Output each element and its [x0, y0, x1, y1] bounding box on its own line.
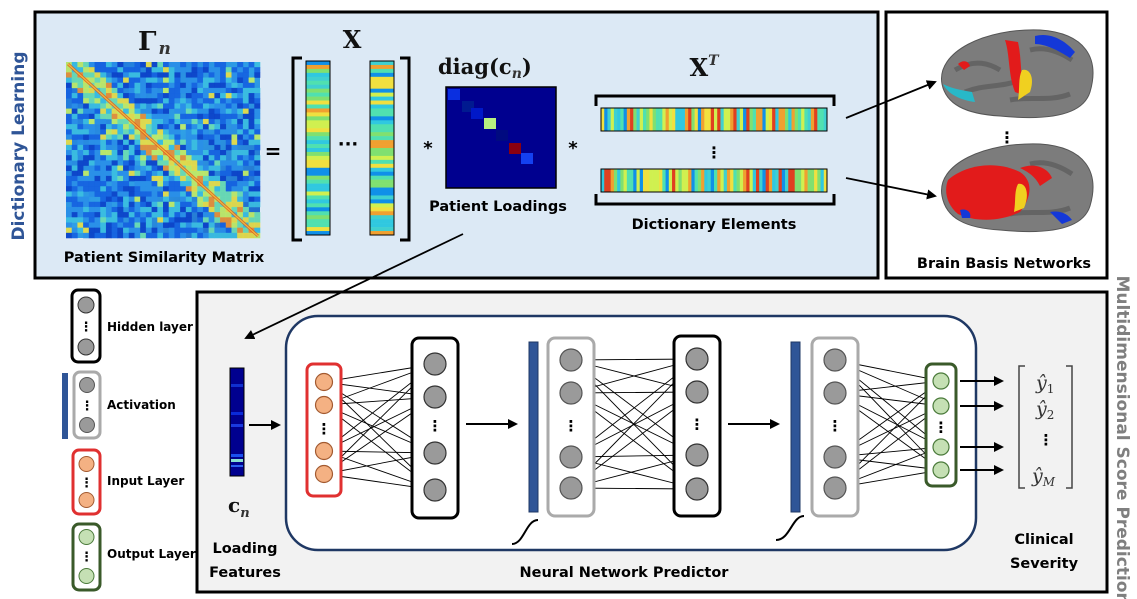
legend-activation: ⋮ Activation — [62, 370, 176, 440]
brain-network-1 — [941, 29, 1094, 119]
x-hdots: ··· — [338, 134, 359, 155]
input-layer — [305, 362, 343, 498]
activation-layer-1 — [546, 336, 596, 518]
diag-symbol: diag(cn) — [438, 54, 532, 82]
xt-top-bracket — [594, 94, 836, 106]
diagonal-matrix — [445, 86, 557, 189]
yhat-2: ŷ2 — [1035, 398, 1054, 422]
activation-bar-2 — [790, 341, 801, 513]
nn-node — [559, 348, 583, 372]
equals-sign: = — [265, 139, 282, 163]
xt-row-last — [601, 169, 828, 192]
loading-features-line1: Loading — [212, 541, 277, 557]
brain-vdots: ⋮ — [999, 128, 1015, 147]
svg-text:⋮: ⋮ — [80, 550, 93, 565]
nn-node — [423, 385, 447, 409]
patient-loadings-label: Patient Loadings — [429, 199, 567, 215]
neural-network-label: Neural Network Predictor — [520, 565, 730, 581]
times-sign-1: * — [423, 138, 433, 159]
dictionary-learning-label: Dictionary Learning — [9, 51, 29, 240]
loading-c-symbol: cn — [228, 493, 250, 521]
x-column-first — [306, 61, 330, 236]
xt-vdots: ⋮ — [706, 143, 722, 162]
svg-text:Output Layer: Output Layer — [107, 547, 196, 561]
nn-node — [559, 476, 583, 500]
yhat-left-bracket — [1018, 365, 1025, 489]
legend-input-layer: ⋮ Input Layer — [71, 448, 184, 516]
yhat-vdots: ⋮ — [1039, 431, 1054, 449]
hidden-layer-2 — [672, 334, 722, 518]
nn-node — [823, 445, 847, 469]
nn-layer-vdots: ⋮ — [690, 416, 705, 434]
yhat-1: ŷ1 — [1035, 372, 1054, 396]
clinical-line2: Severity — [1010, 556, 1079, 572]
nn-node — [423, 478, 447, 502]
nn-node — [685, 443, 709, 467]
nn-node — [314, 464, 334, 484]
nn-node — [932, 461, 950, 479]
multidimensional-label: Multidimensional Score Prediction — [1112, 275, 1132, 599]
x-left-bracket — [291, 56, 302, 242]
legend-hidden-layer: ⋮ Hidden layer — [70, 288, 193, 364]
similarity-matrix — [66, 62, 261, 239]
nn-node — [932, 397, 950, 415]
nn-node — [823, 348, 847, 372]
nn-node — [823, 381, 847, 405]
nn-layer-vdots: ⋮ — [828, 417, 843, 435]
nn-layer-vdots: ⋮ — [934, 419, 949, 437]
arrow-loadings-to-features — [244, 233, 464, 340]
nn-node — [423, 441, 447, 465]
legend: ⋮ Hidden layer ⋮ Activation ⋮ Input Laye… — [62, 288, 196, 592]
output-layer — [924, 362, 958, 488]
nn-node — [932, 372, 950, 390]
loading-features-vector — [229, 367, 245, 477]
brain-basis-label: Brain Basis Networks — [917, 256, 1091, 272]
nn-layer-vdots: ⋮ — [428, 417, 443, 435]
nn-layer-vdots: ⋮ — [317, 420, 332, 438]
nn-node — [314, 372, 334, 392]
xt-symbol: XT — [689, 53, 720, 82]
x-column-last — [370, 61, 394, 236]
activation-layer-2 — [810, 336, 860, 518]
times-sign-2: * — [568, 138, 578, 159]
activation-bar-1 — [528, 341, 539, 513]
legend-output-layer: ⋮ Output Layer — [71, 522, 196, 592]
patient-similarity-label: Patient Similarity Matrix — [64, 250, 265, 266]
svg-text:⋮: ⋮ — [80, 320, 93, 335]
x-right-bracket — [400, 56, 411, 242]
nn-node — [314, 441, 334, 461]
yhat-m: ŷM — [1031, 465, 1056, 489]
nn-node — [823, 476, 847, 500]
nn-node — [932, 438, 950, 456]
arrow-to-brain-1 — [845, 80, 937, 119]
clinical-line1: Clinical — [1014, 532, 1073, 548]
yhat-right-bracket — [1066, 365, 1073, 489]
nn-node — [559, 381, 583, 405]
brain-network-2 — [941, 143, 1094, 233]
dictionary-elements-label: Dictionary Elements — [632, 217, 797, 233]
nn-node — [559, 445, 583, 469]
nn-node — [685, 380, 709, 404]
xt-bottom-bracket — [594, 194, 836, 206]
activation-icon — [62, 373, 68, 439]
loading-features-line2: Features — [209, 565, 281, 581]
svg-text:Hidden layer: Hidden layer — [107, 320, 193, 334]
arrow-to-brain-2 — [845, 177, 937, 200]
xt-row-first — [601, 108, 828, 131]
svg-text:⋮: ⋮ — [80, 476, 93, 491]
nn-node — [314, 395, 334, 415]
nn-node — [685, 347, 709, 371]
svg-text:⋮: ⋮ — [81, 399, 94, 414]
nn-node — [685, 477, 709, 501]
activation-curve-2 — [775, 515, 805, 541]
nn-node — [423, 352, 447, 376]
hidden-layer-1 — [410, 336, 460, 520]
svg-text:Activation: Activation — [107, 398, 176, 412]
nn-layer-vdots: ⋮ — [564, 417, 579, 435]
svg-text:Input Layer: Input Layer — [107, 474, 184, 488]
x-symbol: X — [343, 25, 362, 54]
activation-curve-1 — [511, 519, 539, 545]
